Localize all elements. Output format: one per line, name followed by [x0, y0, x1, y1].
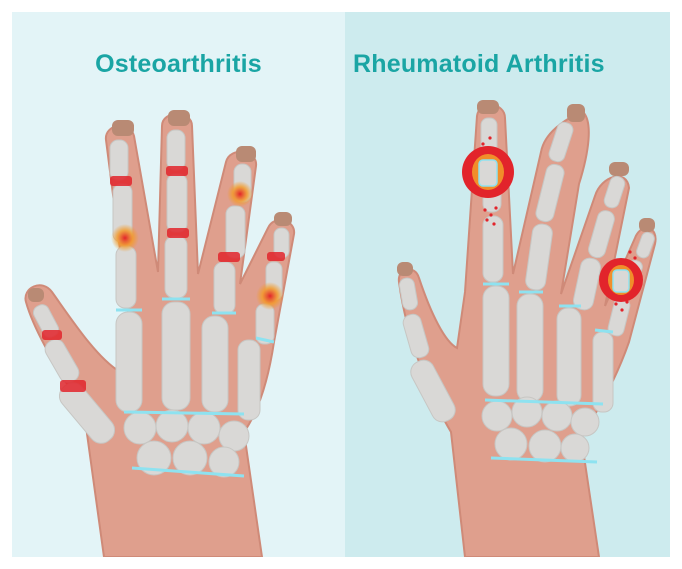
hand-skin: [25, 114, 294, 557]
osteoarthritis-hand-illustration: [12, 12, 345, 557]
rheumatoid-arthritis-panel: Rheumatoid Arthritis: [345, 12, 670, 557]
osteoarthritis-panel: Osteoarthritis: [12, 12, 345, 557]
rheumatoid-arthritis-hand-illustration: [345, 12, 670, 557]
